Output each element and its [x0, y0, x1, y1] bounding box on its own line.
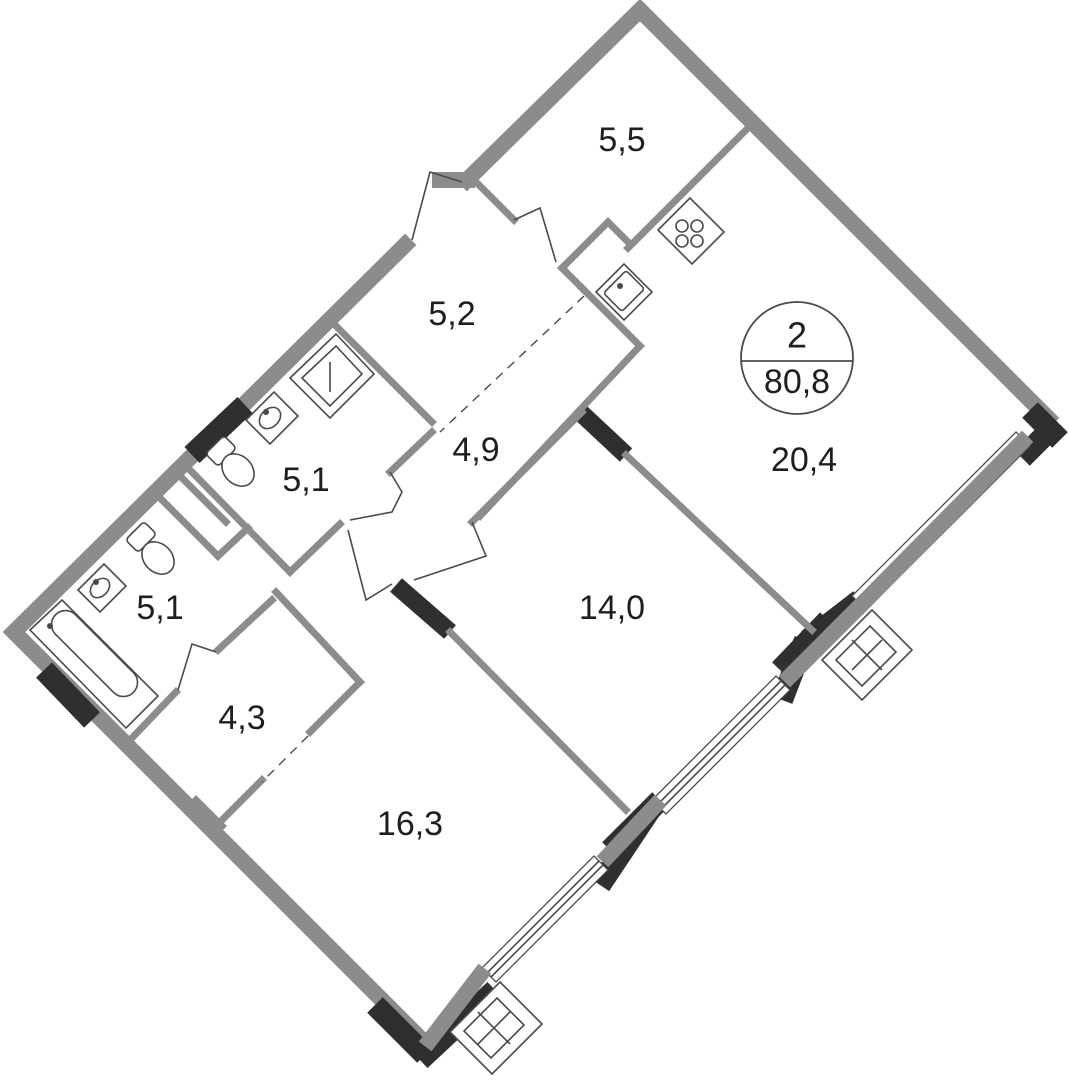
windows [418, 430, 1034, 1052]
bedroom-door [413, 521, 488, 581]
room-count: 2 [787, 315, 807, 356]
tub-room-door [177, 642, 217, 691]
interior-walls [125, 123, 817, 831]
room-area-wardrobe: 4,3 [218, 699, 265, 737]
ventilation-icon [820, 608, 914, 702]
apartment-summary-badge: 2 80,8 [740, 301, 854, 415]
bathroom-door [347, 529, 393, 602]
room-area-bathroom-tub: 5,1 [136, 589, 183, 627]
outer-walls [2, 0, 1060, 1058]
storage-door [513, 206, 557, 263]
ventilation-icon [448, 980, 544, 1076]
washbasin-icon [76, 562, 128, 614]
washbasin-icon [244, 390, 300, 446]
shower-icon [288, 332, 376, 420]
room-labels: 5,5 5,2 4,9 20,4 5,1 5,1 14,0 4,3 16,3 [136, 121, 837, 843]
room-area-bedroom: 14,0 [579, 589, 645, 627]
bathtub-icon [28, 598, 160, 730]
sink-icon [594, 262, 654, 322]
window-bedroom-large [481, 855, 609, 983]
room-area-kitchen-living: 20,4 [771, 441, 837, 479]
window-bedroom [651, 675, 791, 815]
room-area-entrance: 5,2 [428, 295, 475, 333]
room-area-storage-top: 5,5 [598, 121, 645, 159]
toilet-icon [126, 522, 175, 575]
toilet-icon [206, 436, 255, 487]
entrance-door [411, 170, 463, 241]
wc-door [349, 471, 403, 521]
total-area: 80,8 [764, 363, 830, 401]
room-area-hall: 4,9 [452, 431, 499, 469]
dashed-openings [261, 295, 585, 783]
room-area-bedroom-large: 16,3 [377, 805, 443, 843]
room-area-bathroom-wc: 5,1 [282, 461, 329, 499]
doors [177, 170, 557, 691]
stove-icon [656, 196, 726, 266]
